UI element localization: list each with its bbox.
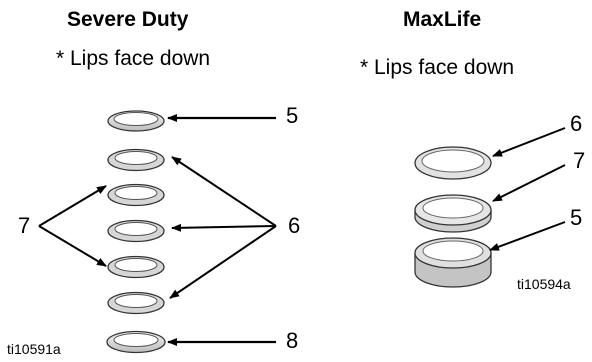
v-packing-ring-3	[107, 219, 165, 243]
v-packing-ring-5	[107, 291, 165, 315]
maxlife-ring-6	[414, 146, 492, 180]
arrow-6c-left	[169, 225, 277, 299]
ring-8-bottom	[106, 330, 166, 354]
ring-5-top	[107, 110, 165, 132]
callout-7-left: 7	[18, 213, 31, 238]
arrow-7-right	[492, 164, 566, 202]
arrow-7a-left	[38, 185, 107, 227]
severe-duty-note: * Lips face down	[56, 47, 211, 70]
arrow-5-right	[489, 221, 566, 251]
v-packing-ring-2	[107, 183, 165, 207]
maxlife-ring-5	[414, 237, 492, 288]
arrow-6-right	[492, 127, 566, 157]
arrow-6a-left	[171, 156, 277, 227]
callout-5-left: 5	[286, 103, 299, 128]
arrow-7b-left	[38, 225, 107, 267]
maxlife-title: MaxLife	[403, 8, 482, 31]
maxlife-ring-7	[414, 194, 492, 233]
callout-6-right: 6	[570, 111, 583, 136]
v-packing-ring-4	[107, 255, 165, 279]
callout-7-right: 7	[573, 148, 586, 173]
arrow-6b-left	[171, 223, 277, 232]
v-packing-ring-1	[107, 148, 165, 172]
callout-8-left: 8	[286, 328, 299, 353]
figure-id-right: ti10594a	[517, 276, 571, 292]
callout-5-right: 5	[570, 205, 583, 230]
severe-duty-title: Severe Duty	[67, 8, 189, 31]
figure-id-left: ti10591a	[7, 341, 61, 357]
callout-6-left: 6	[288, 213, 301, 238]
maxlife-note: * Lips face down	[360, 56, 515, 79]
